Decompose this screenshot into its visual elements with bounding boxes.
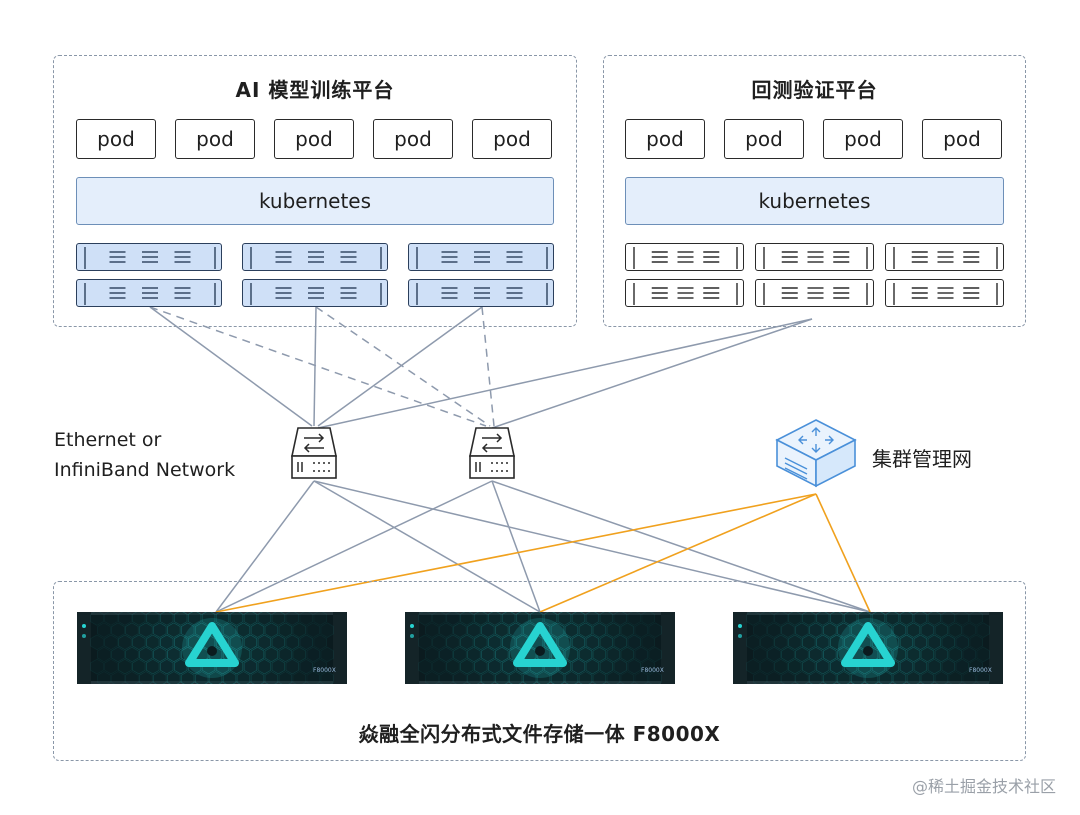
server-node <box>76 279 222 307</box>
backtest-platform-group: 回测验证平台 <box>603 55 1026 327</box>
pod-box: pod <box>823 119 903 159</box>
storage-appliance: F8000X <box>405 610 675 687</box>
storage-title: 焱融全闪分布式文件存储一体 F8000X <box>358 722 721 746</box>
link-mgmt-to-storage <box>539 493 817 613</box>
server-node <box>242 279 388 307</box>
storage-appliance-graphic: F8000X <box>733 610 1003 687</box>
link-switch-to-storage <box>313 480 541 613</box>
server-rack-lines <box>416 247 548 269</box>
network-switch-icon <box>291 427 337 479</box>
pod-box: pod <box>625 119 705 159</box>
server-rack-lines <box>893 247 998 269</box>
router-icon <box>775 419 857 488</box>
pod-box: pod <box>373 119 453 159</box>
backtest-platform-title: 回测验证平台 <box>751 78 878 102</box>
svg-text:F8000X: F8000X <box>969 667 992 674</box>
svg-text:F8000X: F8000X <box>313 667 336 674</box>
server-node <box>408 279 554 307</box>
link-switch-to-storage <box>313 480 871 613</box>
server-rack-lines <box>893 283 998 305</box>
storage-appliance: F8000X <box>733 610 1003 687</box>
server-node <box>625 279 744 307</box>
server-rack-lines <box>416 283 548 305</box>
network-switch-icon <box>469 427 515 479</box>
server-rack-lines <box>633 247 738 269</box>
storage-group: 焱融全闪分布式文件存储一体 F8000X <box>53 581 1026 761</box>
link-switch-to-storage <box>215 480 493 613</box>
link-mgmt-to-storage <box>215 493 817 613</box>
ai-training-platform-group: AI 模型训练平台 <box>53 55 577 327</box>
server-rack-lines <box>250 283 382 305</box>
link-switch-to-storage <box>215 480 315 613</box>
network-label-line1: Ethernet or <box>54 429 162 451</box>
link-switch-to-storage <box>491 480 871 613</box>
storage-appliance-graphic: F8000X <box>405 610 675 687</box>
server-node <box>885 243 1004 271</box>
pod-box: pod <box>76 119 156 159</box>
storage-appliance: F8000X <box>77 610 347 687</box>
server-node <box>755 243 874 271</box>
pod-box: pod <box>724 119 804 159</box>
server-rack-lines <box>633 283 738 305</box>
server-node <box>625 243 744 271</box>
pod-box: pod <box>175 119 255 159</box>
server-rack-lines <box>84 283 216 305</box>
server-rack-lines <box>763 247 868 269</box>
server-node <box>242 243 388 271</box>
server-rack-lines <box>84 247 216 269</box>
network-label-line2: InfiniBand Network <box>54 459 236 481</box>
link-switch-to-storage <box>491 480 541 613</box>
pod-box: pod <box>922 119 1002 159</box>
pod-box: pod <box>472 119 552 159</box>
server-node <box>408 243 554 271</box>
link-backtest-to-switch <box>491 318 813 429</box>
svg-text:F8000X: F8000X <box>641 667 664 674</box>
server-node <box>755 279 874 307</box>
link-backtest-to-switch <box>317 318 813 429</box>
ai-platform-title: AI 模型训练平台 <box>235 78 395 102</box>
server-node <box>76 243 222 271</box>
management-network-label: 集群管理网 <box>872 447 972 471</box>
server-node <box>885 279 1004 307</box>
watermark: @稀土掘金技术社区 <box>911 777 1056 796</box>
kubernetes-layer: kubernetes <box>76 177 554 225</box>
network-label: Ethernet or InfiniBand Network <box>54 425 235 485</box>
server-rack-lines <box>763 283 868 305</box>
pod-box: pod <box>274 119 354 159</box>
kubernetes-layer: kubernetes <box>625 177 1004 225</box>
link-mgmt-to-storage <box>815 493 871 613</box>
storage-appliance-graphic: F8000X <box>77 610 347 687</box>
server-rack-lines <box>250 247 382 269</box>
